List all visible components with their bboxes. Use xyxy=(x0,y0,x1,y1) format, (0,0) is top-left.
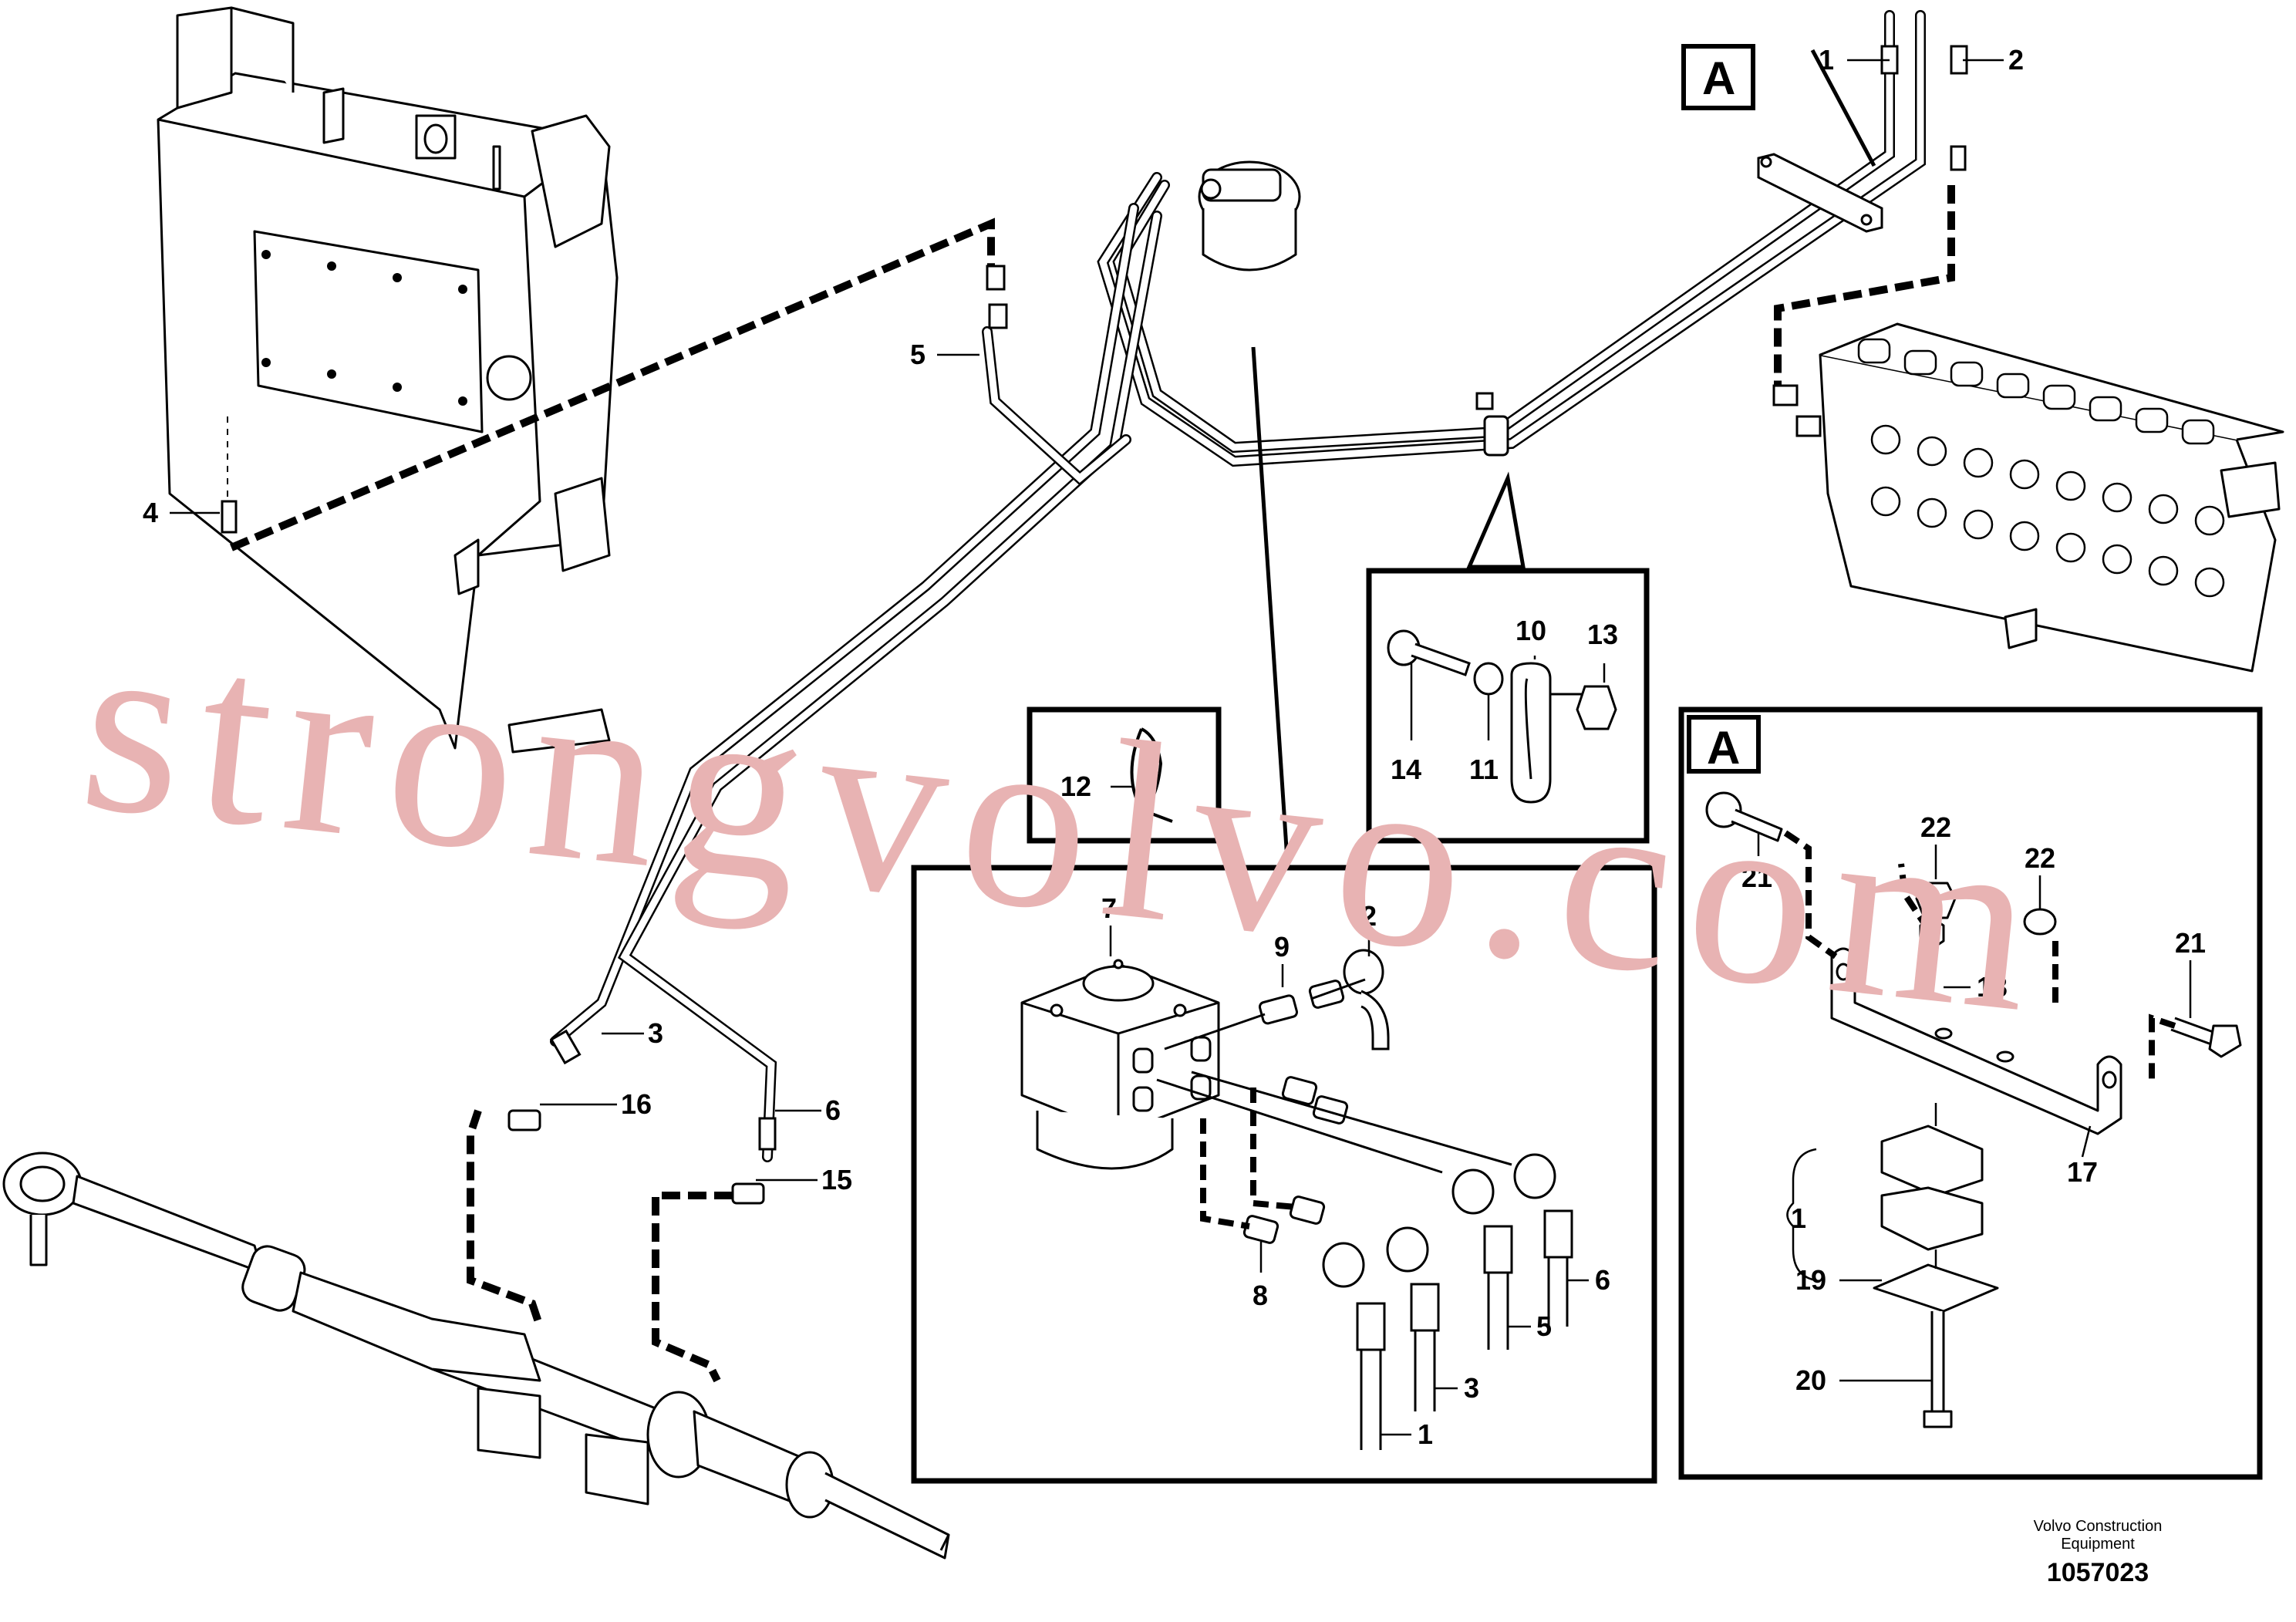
steering-cylinder xyxy=(2,1152,950,1560)
callout-1-bracket: 1 xyxy=(1791,1202,1806,1234)
callout-6-main: 6 xyxy=(825,1094,841,1126)
main-leaders xyxy=(170,59,2004,1182)
callout-21-left: 21 xyxy=(1741,862,1772,893)
callout-8: 8 xyxy=(1253,1280,1268,1311)
bracket-main xyxy=(1757,153,1883,233)
callout-9: 9 xyxy=(1274,931,1290,963)
callout-5-inset: 5 xyxy=(1536,1310,1552,1342)
callout-5-main: 5 xyxy=(910,339,925,370)
hoses xyxy=(550,10,1926,1162)
document-number: 1057023 xyxy=(2047,1558,2149,1587)
inset-strap xyxy=(1027,706,1222,844)
callout-3-main: 3 xyxy=(648,1017,663,1049)
callout-16: 16 xyxy=(621,1088,652,1120)
inset-leaders xyxy=(1251,49,1876,872)
callout-13-clamp: 13 xyxy=(1587,619,1618,650)
callout-21-right: 21 xyxy=(2175,927,2206,959)
reference-a-main: A xyxy=(1681,44,1755,110)
callout-1-main: 1 xyxy=(1819,44,1834,76)
dashed-connections xyxy=(230,185,1955,1383)
callout-1-inset: 1 xyxy=(1418,1418,1433,1450)
callout-10: 10 xyxy=(1515,615,1546,646)
callout-14: 14 xyxy=(1391,754,1421,785)
callout-15: 15 xyxy=(821,1164,852,1195)
steering-unit-main xyxy=(1198,160,1301,271)
callout-6-inset: 6 xyxy=(1595,1264,1610,1296)
callout-22-right: 22 xyxy=(2025,842,2055,874)
callout-17: 17 xyxy=(2067,1156,2098,1188)
brand-line-2: Equipment xyxy=(2061,1536,2135,1553)
inset-clamp xyxy=(1366,568,1650,844)
callout-labels: 1 2 5 4 3 16 6 15 12 10 13 14 11 7 9 2 8… xyxy=(143,44,2206,1450)
callout-4: 4 xyxy=(143,497,158,528)
brand-line-1: Volvo Construction xyxy=(2034,1518,2163,1535)
reference-letter-inset: A xyxy=(1707,722,1740,774)
callout-7: 7 xyxy=(1101,892,1117,924)
callout-11: 11 xyxy=(1469,754,1499,785)
reference-letter-main: A xyxy=(1702,52,1735,104)
callout-20: 20 xyxy=(1795,1364,1826,1396)
tank-bolts xyxy=(261,250,467,406)
hydraulic-tank xyxy=(157,6,619,754)
callout-3-inset: 3 xyxy=(1464,1372,1479,1404)
callout-19: 19 xyxy=(1795,1264,1826,1296)
inset-bracket-a xyxy=(1678,706,2263,1480)
callout-12: 12 xyxy=(1060,771,1091,802)
inset-steering-unit xyxy=(911,865,1657,1484)
control-valve xyxy=(1819,322,2284,673)
clamp-main xyxy=(1483,415,1509,457)
callout-2-inset: 2 xyxy=(1361,900,1377,932)
callout-13-bracket: 13 xyxy=(1977,971,2008,1003)
callout-22-top: 22 xyxy=(1920,811,1951,843)
fittings-main xyxy=(221,45,1968,1205)
callout-2-main: 2 xyxy=(2008,44,2024,76)
